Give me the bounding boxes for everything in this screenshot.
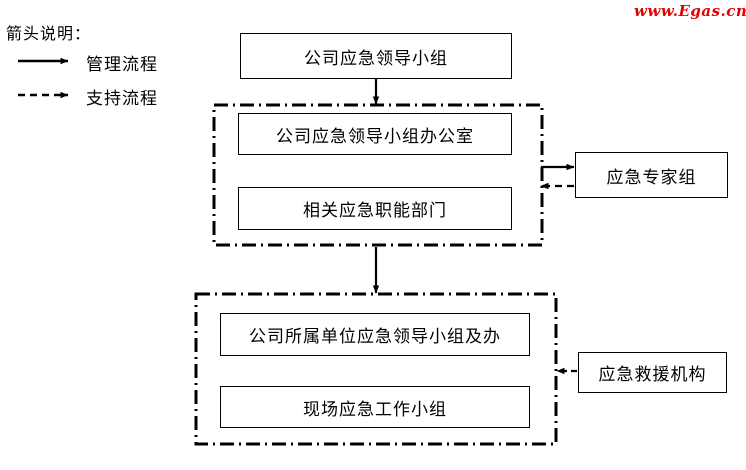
node-emergency-leadership-office[interactable]: 公司应急领导小组办公室 bbox=[238, 113, 512, 155]
node-label: 公司应急领导小组 bbox=[304, 48, 448, 68]
node-label: 现场应急工作小组 bbox=[303, 399, 447, 419]
node-label: 公司应急领导小组办公室 bbox=[276, 126, 474, 146]
legend-title: 箭头说明： bbox=[6, 26, 92, 43]
legend-label-management-flow: 管理流程 bbox=[86, 55, 158, 74]
node-label: 公司所属单位应急领导小组及办 bbox=[249, 327, 501, 346]
node-subsidiary-emergency-leadership-group[interactable]: 公司所属单位应急领导小组及办 bbox=[220, 313, 530, 356]
node-onsite-emergency-work-group[interactable]: 现场应急工作小组 bbox=[220, 386, 530, 428]
node-label: 应急专家组 bbox=[606, 167, 697, 187]
node-emergency-rescue-agency[interactable]: 应急救援机构 bbox=[578, 352, 727, 393]
node-emergency-expert-group[interactable]: 应急专家组 bbox=[575, 152, 728, 198]
node-company-emergency-leadership-group[interactable]: 公司应急领导小组 bbox=[240, 33, 512, 79]
node-label: 相关应急职能部门 bbox=[303, 201, 447, 220]
legend-label-support-flow: 支持流程 bbox=[86, 89, 158, 108]
node-related-emergency-departments[interactable]: 相关应急职能部门 bbox=[238, 187, 512, 230]
watermark-text: www.Egas.cn bbox=[634, 2, 746, 20]
node-label: 应急救援机构 bbox=[598, 365, 707, 384]
